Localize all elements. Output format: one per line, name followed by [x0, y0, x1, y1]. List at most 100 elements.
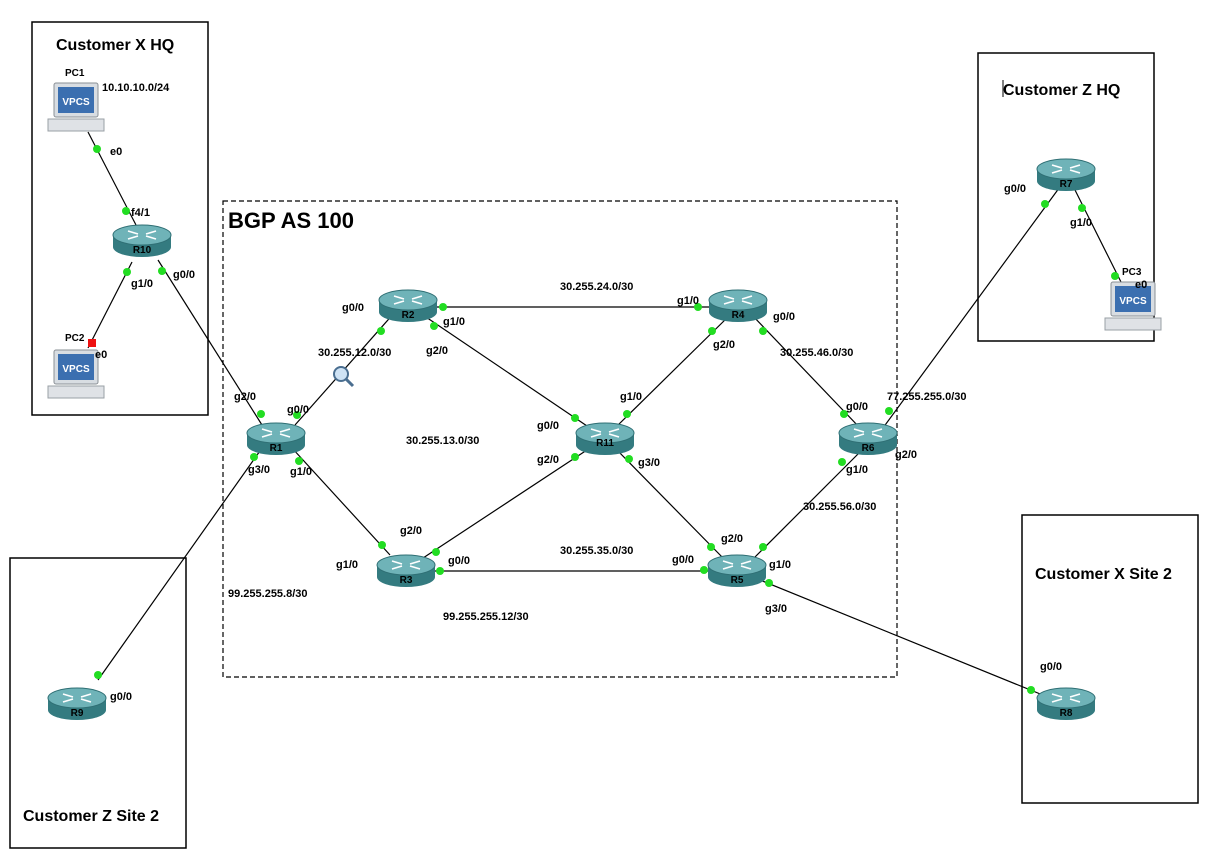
svg-text:R8: R8	[1060, 708, 1073, 719]
link-r10-r1[interactable]	[157, 259, 263, 426]
if-r1-g20: g2/0	[234, 391, 256, 403]
bgp-as-title: BGP AS 100	[228, 208, 354, 233]
magnifier-icon[interactable]	[333, 366, 355, 388]
if-r7-g00: g0/0	[1004, 183, 1026, 195]
link-r1-r3[interactable]	[291, 447, 391, 556]
customer-z-site2-box	[9, 557, 187, 849]
dot-pc2-e0	[88, 339, 96, 347]
link-r5-r6[interactable]	[751, 451, 861, 561]
svg-text:R4: R4	[732, 310, 745, 321]
if-r9-g00: g0/0	[110, 691, 132, 703]
dot-r11-g10	[623, 410, 631, 418]
net-r1-r2: 30.255.12.0/30	[318, 347, 391, 359]
link-dots	[88, 145, 1119, 694]
svg-text:R5: R5	[731, 575, 744, 586]
if-r10-f41: f4/1	[131, 207, 150, 219]
dot-r3-g20	[432, 548, 440, 556]
net-r6-r7: 77.255.255.0/30	[887, 391, 967, 403]
dot-r3-g10	[378, 541, 386, 549]
link-r6-r7[interactable]	[879, 179, 1066, 433]
if-r8-g00: g0/0	[1040, 661, 1062, 673]
if-r1-g30: g3/0	[248, 464, 270, 476]
dot-pc1-e0	[93, 145, 101, 153]
net-r5-r8: 99.255.255.12/30	[443, 611, 529, 623]
svg-text:R6: R6	[862, 443, 875, 454]
if-r2-g10: g1/0	[443, 316, 465, 328]
router-r2[interactable]: R2	[378, 289, 438, 323]
router-r10[interactable]: R10	[112, 224, 172, 258]
dot-r6-g00	[840, 410, 848, 418]
if-r3-g10: g1/0	[336, 559, 358, 571]
router-r11[interactable]: R11	[575, 422, 635, 456]
dot-r7-g10	[1078, 204, 1086, 212]
router-r3[interactable]: R3	[376, 554, 436, 588]
dot-r11-g00	[571, 414, 579, 422]
dot-r10-g10	[123, 268, 131, 276]
dot-r5-g20	[707, 543, 715, 551]
svg-text:R10: R10	[133, 245, 152, 256]
net-r3-r5: 30.255.35.0/30	[560, 545, 633, 557]
net-r1-r3: 30.255.13.0/30	[406, 435, 479, 447]
dot-r2-g10	[439, 303, 447, 311]
customer-z-hq-title: Customer Z HQ	[1003, 82, 1120, 99]
dot-r10-g00	[158, 267, 166, 275]
dot-r1-g10	[295, 457, 303, 465]
dot-r11-g20	[571, 453, 579, 461]
if-r3-g00: g0/0	[448, 555, 470, 567]
router-r9[interactable]: R9	[47, 687, 107, 721]
if-r4-g00: g0/0	[773, 311, 795, 323]
link-r11-r5[interactable]	[614, 447, 726, 561]
pc1-label: PC1	[65, 68, 85, 79]
dot-pc3-e0	[1111, 272, 1119, 280]
dot-r5-g30	[765, 579, 773, 587]
net-r4-r6: 30.255.46.0/30	[780, 347, 853, 359]
customer-x-site2-title: Customer X Site 2	[1035, 566, 1172, 583]
if-pc1-e0: e0	[110, 146, 122, 158]
customer-x-hq-box	[31, 21, 209, 416]
dot-r5-g10	[759, 543, 767, 551]
svg-text:R7: R7	[1060, 179, 1073, 190]
link-r4-r6[interactable]	[751, 314, 861, 429]
link-r5-r8[interactable]	[759, 579, 1056, 701]
dot-r1-g20	[257, 410, 265, 418]
dot-r9-g00	[94, 671, 102, 679]
router-r1[interactable]: R1	[246, 422, 306, 456]
dot-r6-g20	[885, 407, 893, 415]
svg-text:VPCS: VPCS	[62, 97, 90, 108]
router-r8[interactable]: R8	[1036, 687, 1096, 721]
link-r10-pc2[interactable]	[87, 261, 133, 349]
customer-x-hq-title: Customer X HQ	[56, 37, 174, 54]
if-r4-g20: g2/0	[713, 339, 735, 351]
router-r5[interactable]: R5	[707, 554, 767, 588]
link-r1-r9[interactable]	[97, 447, 263, 681]
svg-text:R9: R9	[71, 708, 84, 719]
if-r2-g20: g2/0	[426, 345, 448, 357]
pc2-vpcs[interactable]: VPCS	[47, 349, 105, 399]
link-r11-r3[interactable]	[419, 447, 591, 561]
router-r7[interactable]: R7	[1036, 158, 1096, 192]
if-pc2-e0: e0	[95, 349, 107, 361]
dot-r11-g30	[625, 455, 633, 463]
if-r11-g30: g3/0	[638, 457, 660, 469]
router-r6[interactable]: R6	[838, 422, 898, 456]
dot-r4-g20	[708, 327, 716, 335]
dot-r2-g20	[430, 322, 438, 330]
dot-r10-f41	[122, 207, 130, 215]
pc3-vpcs[interactable]: VPCS	[1104, 281, 1162, 331]
router-r4[interactable]: R4	[708, 289, 768, 323]
pc2-label: PC2	[65, 333, 85, 344]
dot-r4-g00	[759, 327, 767, 335]
customer-z-hq-box	[977, 52, 1155, 342]
svg-text:R11: R11	[596, 438, 614, 449]
dot-r7-g00	[1041, 200, 1049, 208]
dot-r2-g00	[377, 327, 385, 335]
if-pc3-e0: e0	[1135, 279, 1147, 291]
dot-r1-g00	[293, 411, 301, 419]
if-r5-g20: g2/0	[721, 533, 743, 545]
net-r1-r9: 99.255.255.8/30	[228, 588, 308, 600]
svg-text:R3: R3	[400, 575, 413, 586]
bgp-as-box	[222, 200, 898, 678]
link-r2-r11[interactable]	[419, 312, 591, 429]
pc1-vpcs[interactable]: VPCS	[47, 82, 105, 132]
